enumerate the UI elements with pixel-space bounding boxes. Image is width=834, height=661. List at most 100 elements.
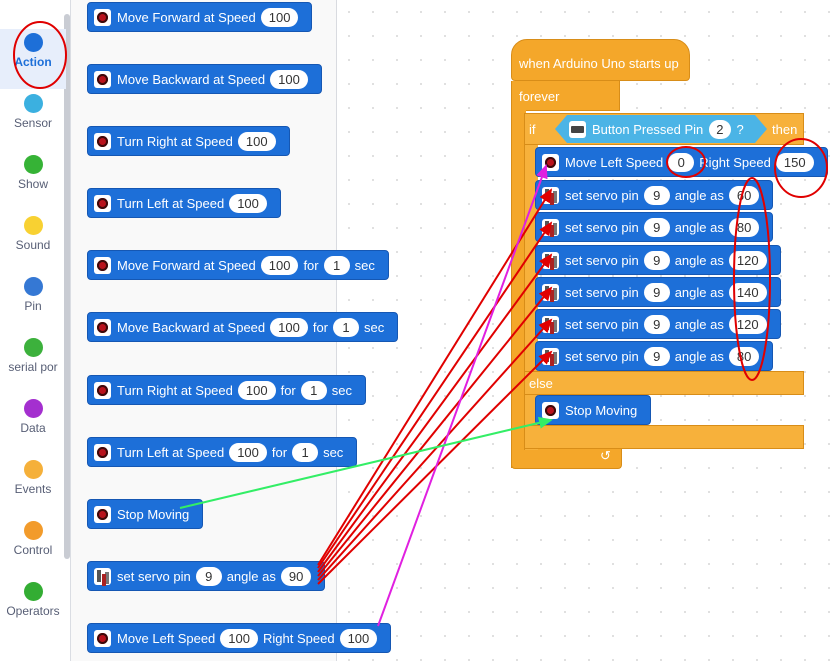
value-input[interactable]: 60 bbox=[728, 185, 760, 205]
block-text: Move Left Speed bbox=[117, 630, 216, 646]
category-pin[interactable]: Pin bbox=[0, 273, 66, 333]
block-text: for bbox=[280, 382, 296, 398]
block-text: set servo pin bbox=[117, 568, 191, 584]
value-input[interactable]: 1 bbox=[292, 442, 319, 462]
robot-icon bbox=[542, 153, 559, 171]
block-text: sec bbox=[364, 319, 385, 335]
category-data[interactable]: Data bbox=[0, 395, 66, 455]
servo-icon bbox=[542, 218, 559, 236]
category-label: Pin bbox=[24, 299, 42, 313]
category-control[interactable]: Control bbox=[0, 517, 66, 577]
when-starts-hat-block[interactable]: when Arduino Uno starts up bbox=[511, 39, 690, 81]
block-text: Turn Left at Speed bbox=[117, 444, 225, 460]
value-input[interactable]: 9 bbox=[195, 566, 222, 586]
category-serial-por[interactable]: serial por bbox=[0, 334, 66, 394]
value-input[interactable]: 1 bbox=[333, 317, 360, 337]
else-label: else bbox=[529, 376, 553, 391]
value-input[interactable]: 100 bbox=[237, 131, 276, 151]
block-text: angle as bbox=[674, 348, 724, 364]
category-dot-icon bbox=[23, 94, 43, 113]
value-input[interactable]: 9 bbox=[643, 314, 670, 334]
value-input[interactable]: 0 bbox=[668, 152, 695, 172]
value-input[interactable]: 100 bbox=[220, 628, 258, 648]
value-input[interactable]: 9 bbox=[643, 217, 670, 237]
button-icon bbox=[569, 121, 586, 138]
block-text: for bbox=[312, 319, 329, 335]
value-input[interactable]: 80 bbox=[728, 217, 760, 237]
value-input[interactable]: 1 bbox=[323, 255, 350, 275]
value-input[interactable]: 100 bbox=[260, 7, 299, 27]
block-text: Move Forward at Speed bbox=[117, 9, 256, 25]
value-input[interactable]: 100 bbox=[339, 628, 378, 648]
value-input[interactable]: 9 bbox=[643, 250, 670, 270]
value-input[interactable]: 9 bbox=[643, 185, 670, 205]
robot-icon bbox=[94, 70, 111, 88]
value-input[interactable]: 1 bbox=[300, 380, 327, 400]
block-text: Turn Left at Speed bbox=[117, 195, 225, 211]
block-text: for bbox=[303, 257, 319, 273]
condition-label: Button Pressed Pin bbox=[592, 121, 704, 137]
sidebar-scrollbar[interactable] bbox=[64, 14, 70, 559]
loop-arrow-icon: ↺ bbox=[600, 448, 611, 463]
block-text: angle as bbox=[674, 187, 724, 203]
category-operators[interactable]: Operators bbox=[0, 578, 66, 638]
category-dot-icon bbox=[23, 155, 43, 174]
forever-block[interactable]: forever bbox=[511, 81, 620, 111]
value-input[interactable]: 100 bbox=[237, 380, 276, 400]
value-input[interactable]: 100 bbox=[270, 69, 308, 89]
block-text: sec bbox=[331, 382, 352, 398]
category-label: Sound bbox=[15, 238, 51, 252]
value-input[interactable]: 100 bbox=[229, 193, 267, 213]
category-light[interactable]: Light bbox=[0, 0, 66, 15]
palette-block[interactable]: Stop Moving bbox=[87, 499, 204, 529]
category-action[interactable]: Action bbox=[0, 29, 66, 89]
pin-input[interactable]: 2 bbox=[709, 120, 730, 139]
category-events[interactable]: Events bbox=[0, 456, 66, 516]
block-text: sec bbox=[323, 444, 344, 460]
value-input[interactable]: 80 bbox=[728, 346, 760, 366]
block-text: angle as bbox=[226, 568, 276, 584]
script-stop-block[interactable]: Stop Moving bbox=[535, 395, 652, 425]
value-input[interactable]: 120 bbox=[728, 314, 767, 334]
category-sensor[interactable]: Sensor bbox=[0, 90, 66, 150]
block-text: set servo pin bbox=[565, 252, 639, 268]
if-label: if bbox=[529, 122, 536, 137]
value-input[interactable]: 100 bbox=[270, 317, 308, 337]
value-input[interactable]: 150 bbox=[775, 152, 814, 172]
block-text: angle as bbox=[674, 316, 724, 332]
block-text: Right Speed bbox=[699, 154, 771, 170]
value-input[interactable]: 9 bbox=[643, 282, 670, 302]
category-dot-icon bbox=[23, 216, 43, 235]
value-input[interactable]: 90 bbox=[280, 566, 312, 586]
button-pressed-condition[interactable]: Button Pressed Pin 2 ? bbox=[555, 115, 767, 143]
value-input[interactable]: 100 bbox=[260, 255, 299, 275]
category-sound[interactable]: Sound bbox=[0, 212, 66, 272]
category-dot-icon bbox=[23, 399, 43, 418]
value-input[interactable]: 9 bbox=[643, 346, 670, 366]
servo-icon bbox=[542, 315, 559, 333]
block-text: Right Speed bbox=[263, 630, 335, 646]
block-text: set servo pin bbox=[565, 348, 639, 364]
robot-icon bbox=[94, 132, 111, 150]
value-input[interactable]: 140 bbox=[728, 282, 767, 302]
category-show[interactable]: Show bbox=[0, 151, 66, 211]
value-input[interactable]: 120 bbox=[728, 250, 767, 270]
value-input[interactable]: 100 bbox=[229, 442, 267, 462]
